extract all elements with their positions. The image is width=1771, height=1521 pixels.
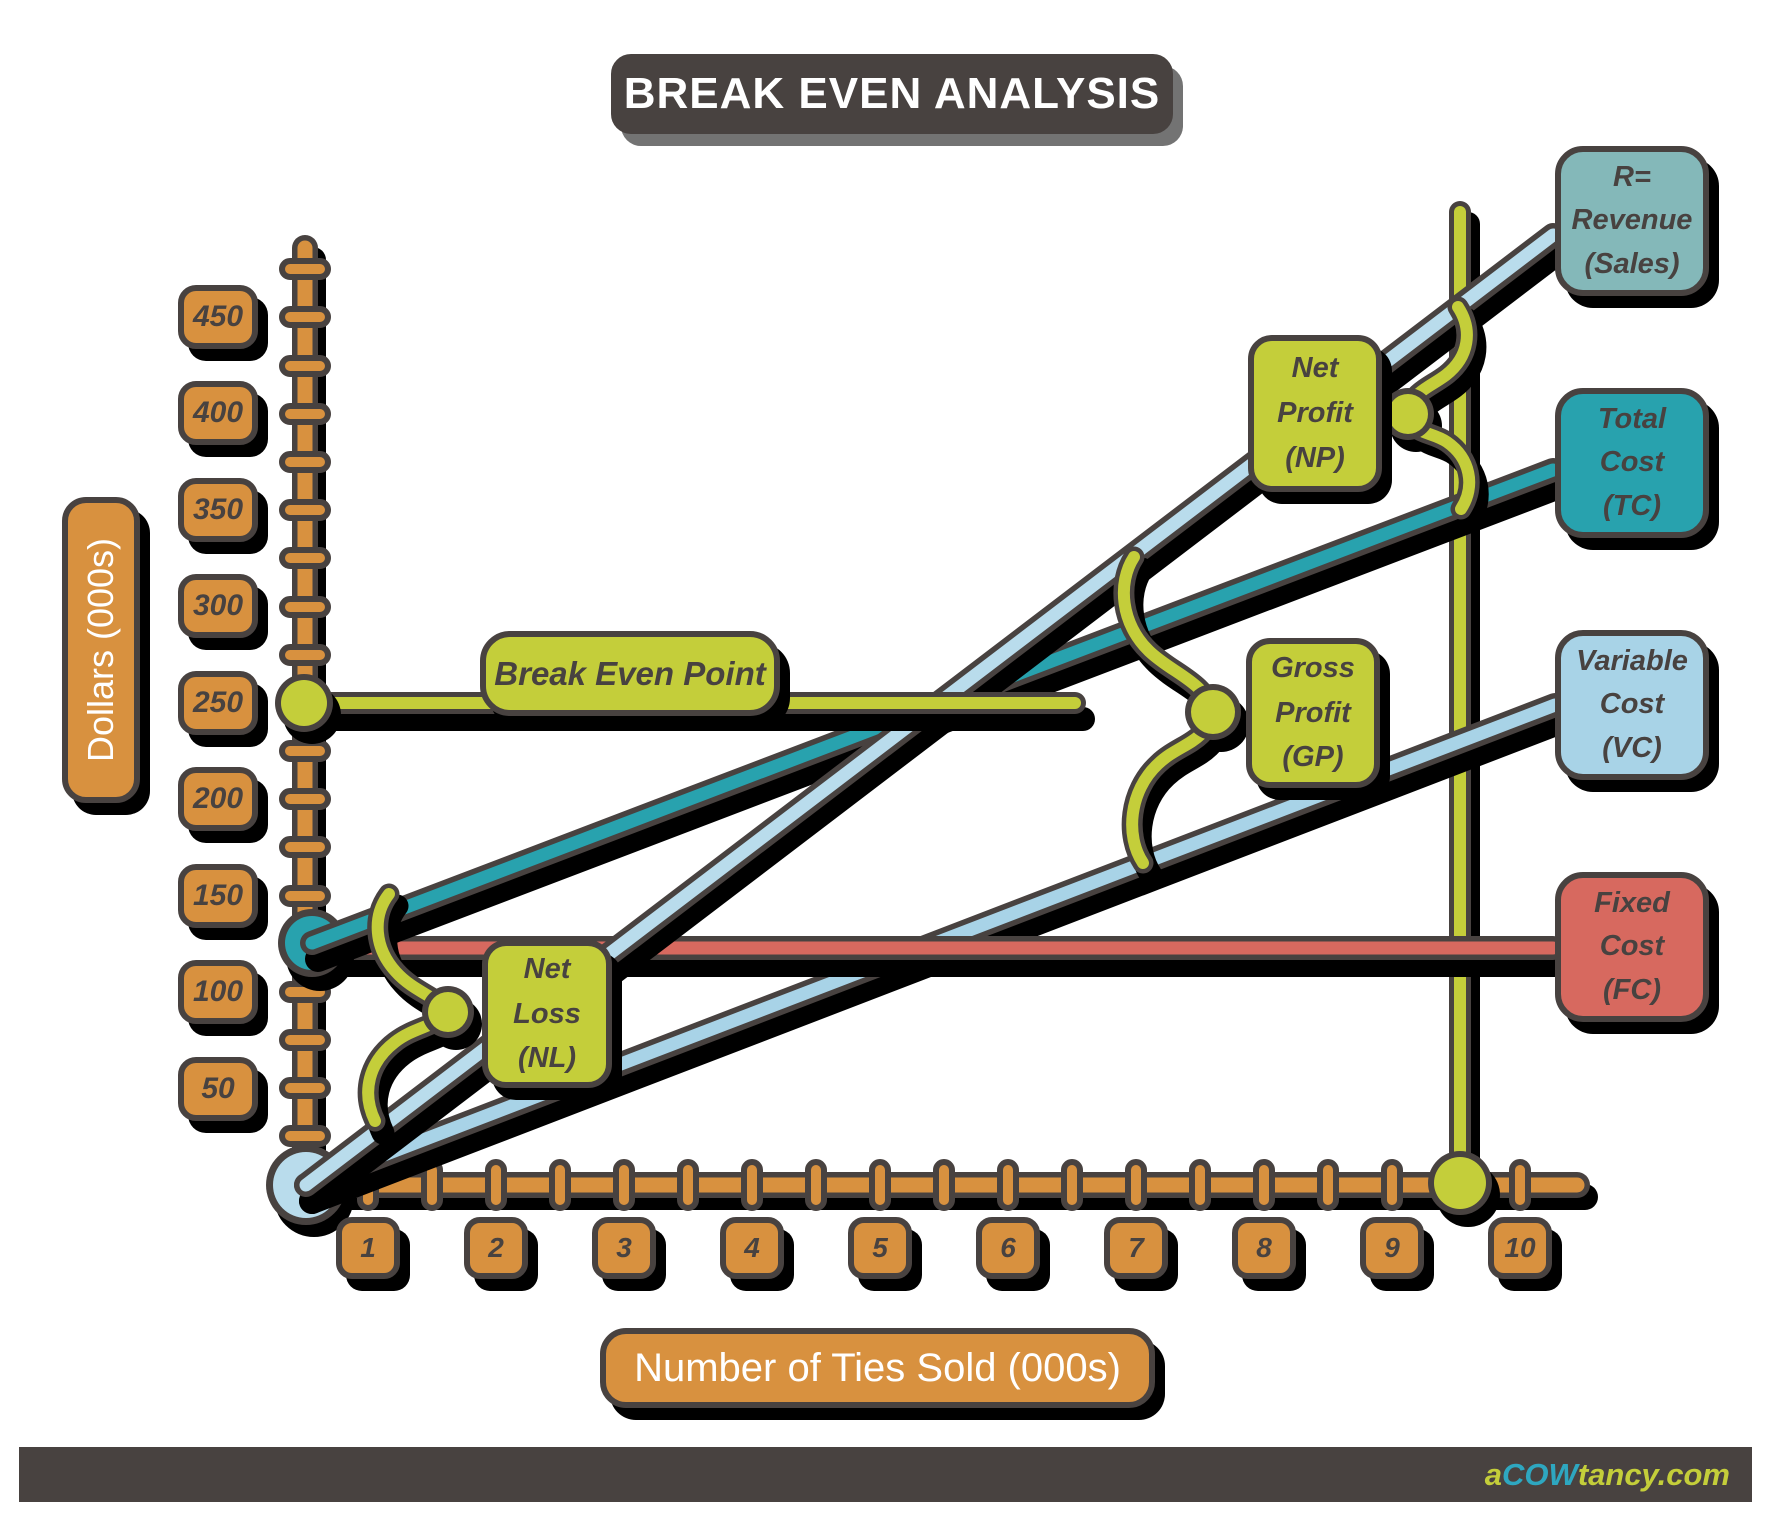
gross-profit-line2: Profit bbox=[1275, 696, 1351, 729]
x-axis-label-6: 6 bbox=[976, 1217, 1040, 1279]
x-axis-title: Number of Ties Sold (000s) bbox=[600, 1328, 1155, 1408]
gross-profit-brace bbox=[1113, 546, 1249, 887]
gross-profit-line1: Gross bbox=[1271, 651, 1355, 684]
legend-total-cost-line2: Cost bbox=[1599, 446, 1665, 479]
axis-tick bbox=[613, 1159, 635, 1211]
y-axis-label-350: 350 bbox=[178, 478, 258, 542]
x-axis-label-10: 10 bbox=[1488, 1217, 1552, 1279]
x-axis-label-2: 2 bbox=[464, 1217, 528, 1279]
axis-tick bbox=[279, 403, 331, 425]
x-axis-ticks bbox=[357, 1159, 1531, 1211]
y-axis-ticks bbox=[279, 258, 331, 1147]
axis-tick bbox=[997, 1159, 1019, 1211]
net-loss-line1: Net bbox=[523, 952, 571, 985]
axis-tick bbox=[279, 355, 331, 377]
axis-tick bbox=[1317, 1159, 1339, 1211]
x-axis-label-4: 4 bbox=[720, 1217, 784, 1279]
page-title: BREAK EVEN ANALYSIS bbox=[611, 54, 1173, 134]
axis-tick bbox=[1381, 1159, 1403, 1211]
net-profit-label: Net Profit (NP) bbox=[1248, 335, 1382, 492]
x-axis-label-9: 9 bbox=[1360, 1217, 1424, 1279]
axis-tick bbox=[933, 1159, 955, 1211]
axis-tick bbox=[279, 306, 331, 328]
axis-tick bbox=[741, 1159, 763, 1211]
axis-tick bbox=[677, 1159, 699, 1211]
axis-tick bbox=[1253, 1159, 1275, 1211]
x-axis-label-3: 3 bbox=[592, 1217, 656, 1279]
logo-tancy: tancy.com bbox=[1577, 1456, 1730, 1492]
legend-total-cost-line3: (TC) bbox=[1603, 489, 1661, 522]
x-axis-label-7: 7 bbox=[1104, 1217, 1168, 1279]
axis-tick bbox=[279, 499, 331, 521]
legend-fixed-cost-line1: Fixed bbox=[1594, 886, 1670, 919]
logo-a: a bbox=[1484, 1456, 1503, 1492]
y-axis-label-50: 50 bbox=[178, 1057, 258, 1121]
legend-revenue: R= Revenue (Sales) bbox=[1555, 146, 1709, 296]
x-axis-label-1: 1 bbox=[336, 1217, 400, 1279]
axis-tick bbox=[279, 885, 331, 907]
net-profit-brace bbox=[1382, 296, 1489, 533]
y-axis-label-250: 250 bbox=[178, 671, 258, 735]
axis-tick bbox=[279, 1125, 331, 1147]
axis-tick bbox=[805, 1159, 827, 1211]
net-profit-line2: Profit bbox=[1277, 397, 1353, 430]
y-axis-label-100: 100 bbox=[178, 960, 258, 1024]
logo-cow: COW bbox=[1502, 1456, 1578, 1492]
net-loss-brace bbox=[357, 883, 482, 1145]
net-profit-line1: Net bbox=[1291, 352, 1339, 385]
legend-revenue-line1: R= bbox=[1613, 160, 1651, 193]
axis-tick bbox=[279, 451, 331, 473]
legend-total-cost: Total Cost (TC) bbox=[1555, 388, 1709, 538]
legend-revenue-line3: (Sales) bbox=[1584, 247, 1680, 280]
net-profit-line3: (NP) bbox=[1285, 441, 1345, 474]
legend-total-cost-line1: Total bbox=[1597, 402, 1667, 435]
y-axis-title-text: Dollars (000s) bbox=[80, 537, 122, 763]
axis-tick bbox=[279, 547, 331, 569]
axis-tick bbox=[279, 596, 331, 618]
axis-tick bbox=[279, 644, 331, 666]
y-axis-label-200: 200 bbox=[178, 767, 258, 831]
y-axis-label-300: 300 bbox=[178, 574, 258, 638]
legend-fixed-cost-line3: (FC) bbox=[1603, 973, 1661, 1006]
axis-tick bbox=[1189, 1159, 1211, 1211]
axis-tick bbox=[279, 836, 331, 858]
acowtancy-logo: aCOWtancy.com bbox=[1485, 1457, 1730, 1493]
y-axis-label-400: 400 bbox=[178, 381, 258, 445]
gross-profit-line3: (GP) bbox=[1282, 741, 1344, 774]
axis-tick bbox=[279, 1077, 331, 1099]
gross-profit-label: Gross Profit (GP) bbox=[1246, 638, 1380, 788]
legend-revenue-line2: Revenue bbox=[1571, 204, 1693, 237]
axis-tick bbox=[279, 740, 331, 762]
axis-tick bbox=[485, 1159, 507, 1211]
break-even-point-label: Break Even Point bbox=[480, 631, 780, 716]
axis-tick bbox=[279, 1029, 331, 1051]
axis-tick bbox=[869, 1159, 891, 1211]
legend-variable-cost-line2: Cost bbox=[1599, 688, 1665, 721]
axis-tick bbox=[1125, 1159, 1147, 1211]
legend-variable-cost-line1: Variable bbox=[1576, 644, 1688, 677]
axis-tick bbox=[279, 258, 331, 280]
legend-variable-cost: Variable Cost (VC) bbox=[1555, 630, 1709, 780]
net-loss-line3: (NL) bbox=[518, 1042, 576, 1075]
x-axis-label-5: 5 bbox=[848, 1217, 912, 1279]
axis-tick bbox=[1061, 1159, 1083, 1211]
footer-bar: aCOWtancy.com bbox=[19, 1447, 1752, 1502]
legend-fixed-cost: Fixed Cost (FC) bbox=[1555, 872, 1709, 1022]
x-axis-label-8: 8 bbox=[1232, 1217, 1296, 1279]
legend-variable-cost-line3: (VC) bbox=[1602, 731, 1662, 764]
axis-tick bbox=[1509, 1159, 1531, 1211]
axis-tick bbox=[279, 788, 331, 810]
y-axis-label-450: 450 bbox=[178, 285, 258, 349]
net-loss-line2: Loss bbox=[513, 997, 581, 1030]
net-loss-label: Net Loss (NL) bbox=[482, 940, 612, 1088]
legend-fixed-cost-line2: Cost bbox=[1599, 930, 1665, 963]
y-axis-title: Dollars (000s) bbox=[62, 497, 140, 803]
y-axis-label-150: 150 bbox=[178, 864, 258, 928]
axis-tick bbox=[549, 1159, 571, 1211]
x-axis-title-text: Number of Ties Sold (000s) bbox=[634, 1345, 1121, 1390]
